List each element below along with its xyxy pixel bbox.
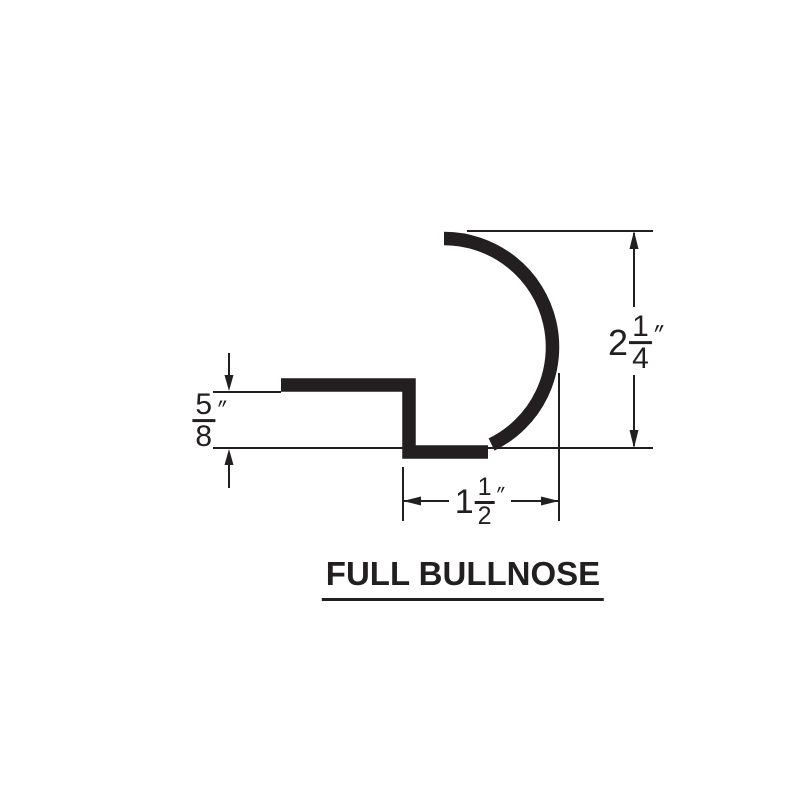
fraction-denominator: 8: [195, 420, 213, 454]
flange-arrowhead-down-icon: [224, 375, 234, 391]
dimension-overall-height: 2 1 4 ″: [608, 311, 665, 376]
height-arrowhead-down-icon: [629, 430, 639, 448]
dimension-fraction: 1 4: [629, 311, 652, 376]
dimension-flange-height: 5 8 ″: [191, 389, 228, 454]
height-arrowhead-up-icon: [629, 231, 639, 249]
width-arrowhead-right-icon: [541, 496, 559, 506]
fraction-numerator: 1: [474, 475, 495, 504]
fraction-denominator: 4: [632, 342, 649, 376]
fraction-numerator: 5: [192, 389, 216, 423]
fraction-numerator: 1: [629, 311, 652, 345]
dimension-fraction: 5 8: [192, 389, 216, 454]
dimension-fraction: 1 2: [474, 475, 495, 530]
profile-bullnose-arc: [443, 231, 560, 451]
profile-flange-and-leg: [281, 378, 488, 459]
dimension-overall-width: 1 1 2 ″: [454, 475, 506, 530]
dimension-whole-number: 1: [454, 482, 474, 521]
width-arrowhead-left-icon: [403, 496, 421, 506]
fraction-denominator: 2: [477, 501, 492, 530]
flange-arrowhead-up-icon: [224, 449, 234, 465]
dimension-whole-number: 2: [608, 321, 629, 363]
diagram-title: FULL BULLNOSE: [321, 555, 605, 601]
